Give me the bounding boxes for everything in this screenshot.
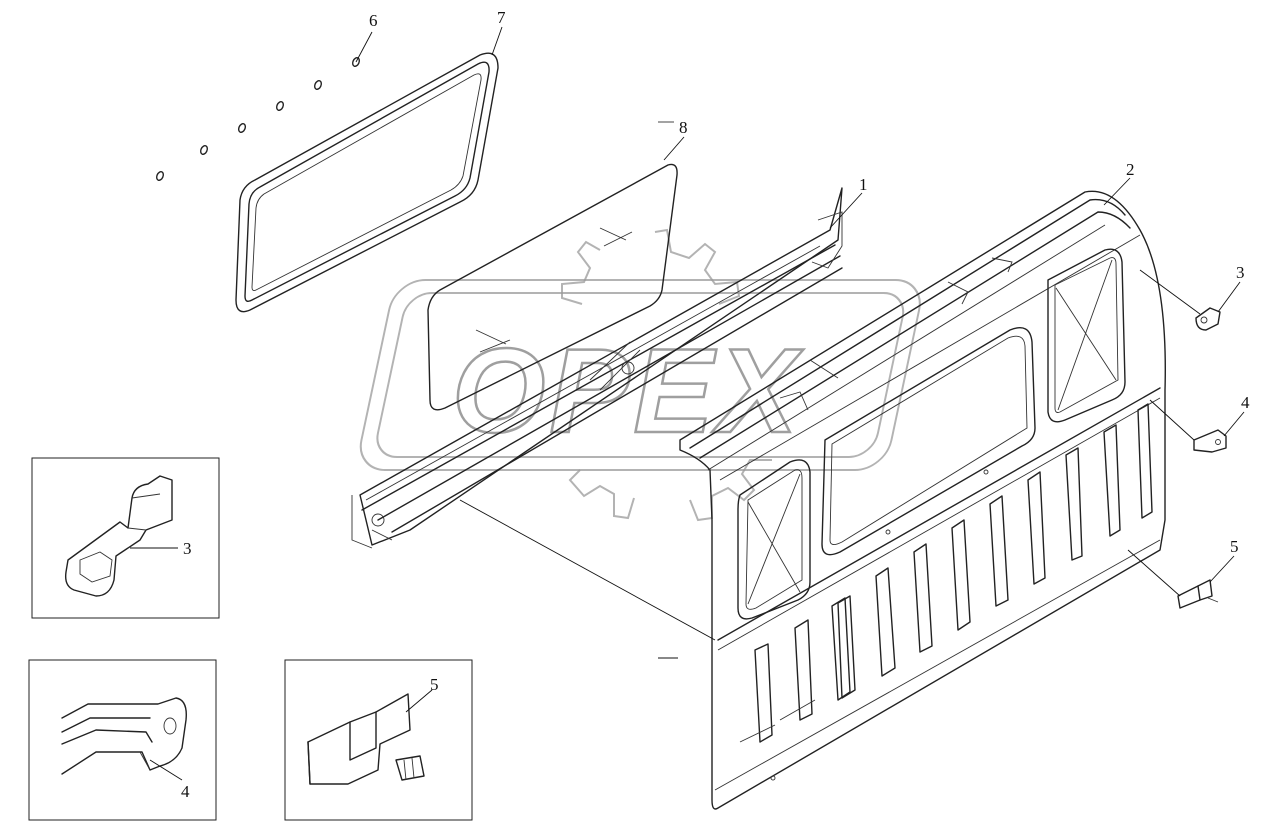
callout-3: 3 bbox=[1236, 263, 1245, 282]
opex-watermark: OPEX bbox=[359, 228, 921, 522]
callout-labels: 6 7 8 1 2 3 4 5 bbox=[369, 8, 1250, 556]
part-4-bracket-small bbox=[1193, 429, 1227, 453]
detail-5-label: 5 bbox=[430, 675, 439, 694]
callout-4: 4 bbox=[1241, 393, 1250, 412]
callout-6: 6 bbox=[369, 11, 378, 30]
detail-4-label: 4 bbox=[181, 782, 190, 801]
detail-view-4: 4 bbox=[28, 659, 217, 821]
part-7-window-seal bbox=[235, 52, 499, 313]
callout-7: 7 bbox=[497, 8, 506, 27]
part-6-clips bbox=[155, 57, 361, 181]
detail-view-3: 3 bbox=[31, 457, 220, 619]
part-8-glass bbox=[427, 121, 678, 411]
callout-8: 8 bbox=[679, 118, 688, 137]
part-2-rear-panel bbox=[679, 190, 1166, 810]
callout-1: 1 bbox=[859, 175, 868, 194]
detail-3-label: 3 bbox=[183, 539, 192, 558]
detail-view-5: 5 bbox=[284, 659, 473, 821]
callout-2: 2 bbox=[1126, 160, 1135, 179]
part-1-header-beam bbox=[351, 187, 843, 549]
part-3-bracket-small bbox=[1195, 307, 1221, 331]
leader-lines bbox=[355, 26, 1245, 659]
part-5-bracket-small bbox=[1177, 579, 1219, 609]
callout-5: 5 bbox=[1230, 537, 1239, 556]
